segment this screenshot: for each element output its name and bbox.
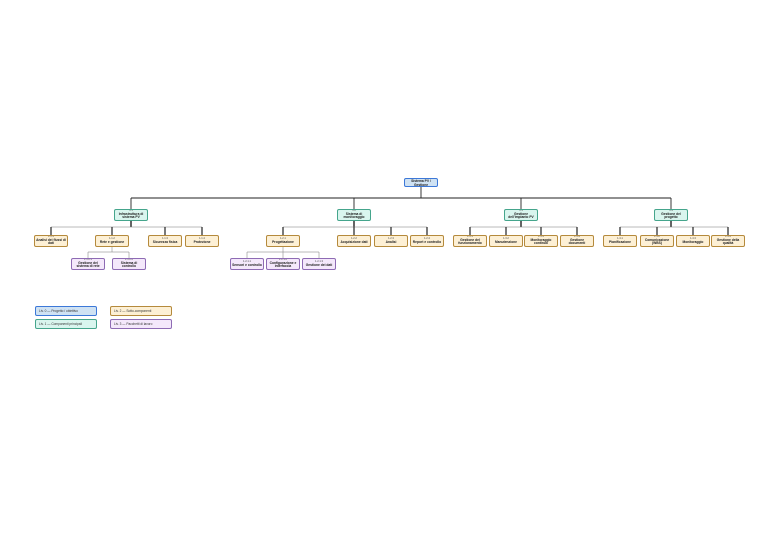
legend-item: Liv. 3 — Pacchetti di lavoro [110,319,172,329]
node-code: 1.2.1.1 [243,259,251,263]
legend-item: Liv. 1 — Componenti principali [35,319,97,329]
node-label: Pianificazione [609,239,631,244]
legend-item: Liv. 0 — Progetto / obiettivo [35,306,97,316]
node-label: Manutenzione [495,239,517,244]
node-label: Sicurezza fisica [152,239,178,244]
node-label: Sistema PV / Gestione [411,179,431,187]
node-label: Sistema di controllo [120,260,138,269]
node-label: Sistema di monitoraggio [343,211,365,220]
node-code: 1.3.1 [467,235,473,238]
node-code: 1.2.2 [351,236,357,240]
node-label: Infrastruttura di sistema PV [118,211,144,220]
node-code: 1.4.1 [617,236,623,240]
node-label: Gestione documenti [568,237,586,246]
node-code: 1.3.3 [538,235,544,238]
node-code: 1.1.2.2 [125,258,133,261]
node-label: Gestione della qualità [716,237,740,246]
node-code: 1.2.4 [424,236,430,240]
node-label: Protezione [193,239,211,244]
node-code: 1.1.2.1 [84,258,92,261]
node-label: Report e controllo [412,239,442,244]
node-label: Configurazione e interfaccia [269,260,297,269]
node-label: Gestione del sistema di rete [76,260,100,269]
node-label: Progettazione [272,239,294,244]
node-label: Monitoraggio continuo [530,237,552,246]
node-label: Gestione del funzionamento [458,237,482,246]
node-code: 1.0 [419,179,423,180]
node-code: 1.1.4 [199,236,205,240]
node-code: 1.4.4 [725,235,731,238]
node-code: 1.4.3 [690,236,696,240]
node-label: Gestione dei dati [305,262,333,267]
node-label: Monitoraggio [682,239,704,244]
legend-item: Liv. 2 — Sotto-componenti [110,306,172,316]
node-label: Sensori e controllo [232,262,262,267]
node-code: 1.1 [129,209,133,212]
node-code: 1.1.2 [109,236,115,240]
node-code: 1.3.2 [503,236,509,240]
node-label: Acquisizione dati [340,239,368,244]
node-code: 1.4.2 [654,235,660,238]
node-label: Analisi dei flussi di dati [36,237,66,246]
node-code: 1.1.3 [162,236,168,240]
node-code: 1.2.1 [280,236,286,240]
node-label: Rete e gestione [99,239,125,244]
node-code: 1.2.3 [388,236,394,240]
node-label: Analisi [385,239,397,244]
node-label: Comunicazione (WBS) [644,237,670,246]
root-node[interactable]: 1.0Sistema PV / Gestione [404,178,438,187]
node-code: 1.3 [519,209,523,212]
node-code: 1.2.1.3 [315,259,323,263]
node-label: Gestione del progetto [661,211,681,220]
node-code: 1.2.1.2 [279,258,287,261]
node-label: Gestione dell'impianto PV [508,211,534,220]
node-code: 1.3.4 [574,235,580,238]
node-code: 1.4 [669,209,673,212]
node-code: 1.2 [352,209,356,212]
node-code: 1.1.1 [48,235,54,238]
